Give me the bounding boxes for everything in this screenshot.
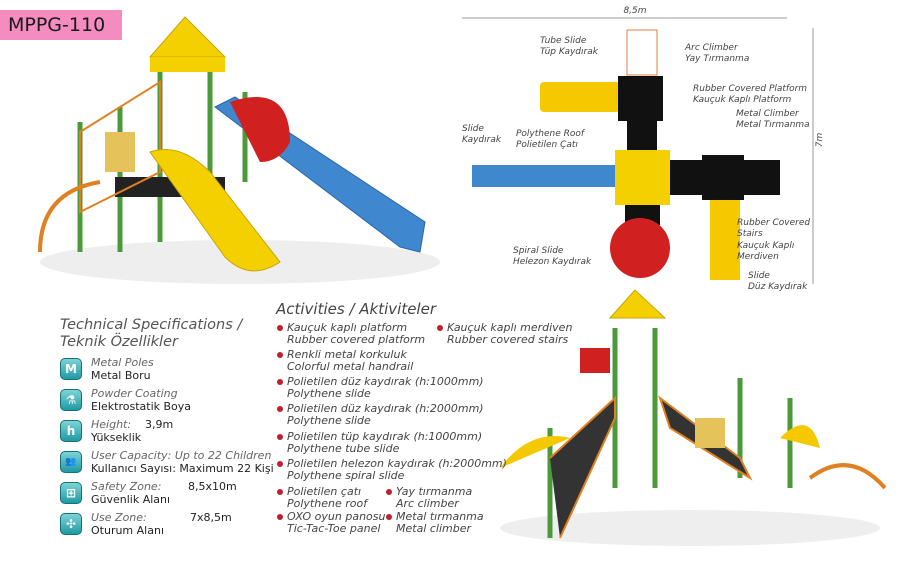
spec-value: 3,9m [145, 418, 174, 431]
metal-poles-icon: M [60, 358, 82, 380]
plan-label: Slide [462, 124, 484, 134]
spec-label-tr: Yükseklik [91, 431, 142, 444]
activities-title: Activities / Aktiviteler [276, 300, 436, 318]
plan-label: Rubber Covered Platform [693, 84, 807, 94]
activity-en: Rubber covered stairs [447, 333, 569, 346]
plan-label: Yay Tırmanma [685, 54, 749, 64]
specs-title: Technical Specifications / Teknik Özelli… [60, 317, 242, 351]
activity-tr: Renkli metal korkuluk [287, 348, 407, 361]
plan-label: Slide [748, 271, 770, 281]
activity-en: Polythene slide [287, 414, 371, 427]
plan-label: Polietilen Çatı [516, 140, 578, 150]
user-capacity-icon: 👥 [60, 451, 82, 473]
activity-tr: Kauçuk kaplı merdiven [447, 321, 573, 334]
width-dimension: 8,5m [623, 6, 646, 16]
plan-label: Kauçuk Kaplı [737, 241, 795, 251]
activity-en: Polythene tube slide [287, 442, 400, 455]
spec-label-en: Powder Coating [91, 387, 178, 400]
specs-title-line2: Teknik Özellikler [60, 334, 178, 350]
activity-en: Polythene roof [287, 497, 368, 510]
activity-en: Polythene slide [287, 387, 371, 400]
activity-tr: Polietilen tüp kaydırak (h:1000mm) [287, 430, 483, 443]
height-icon: h [60, 420, 82, 442]
plan-label: Helezon Kaydırak [513, 257, 592, 267]
activity-en: Tic-Tac-Toe panel [287, 522, 381, 535]
playground-rear-perspective-image [500, 289, 887, 546]
plan-label: Kauçuk Kaplı Platform [693, 95, 792, 105]
spec-value: 8,5x10m [188, 480, 237, 493]
activity-tr: Yay tırmanma [396, 485, 473, 498]
plan-label: Polythene Roof [516, 129, 586, 139]
activity-tr: Polietilen çatı [287, 485, 362, 498]
activity-tr: Polietilen helezon kaydırak (h:2000mm) [287, 457, 507, 470]
plan-label: Düz Kaydırak [748, 282, 808, 292]
activity-en: Colorful metal handrail [287, 360, 414, 373]
activity-tr: Metal tırmanma [396, 510, 484, 523]
activity-en: Arc climber [396, 497, 459, 510]
specs-title-line1: Technical Specifications / [60, 317, 243, 333]
spec-label-en: Safety Zone: [91, 480, 162, 493]
safety-zone-icon: ⊞ [60, 482, 82, 504]
spec-label-tr: Metal Boru [91, 369, 151, 382]
activity-en: Rubber covered platform [287, 333, 426, 346]
plan-label: Tüp Kaydırak [540, 47, 599, 57]
activity-en: Metal climber [396, 522, 472, 535]
plan-label: Arc Climber [684, 43, 739, 53]
spec-label-en: Use Zone: [91, 511, 147, 524]
plan-label: Merdiven [737, 252, 779, 262]
activity-en: Polythene spiral slide [287, 469, 405, 482]
spec-label-tr: Güvenlik Alanı [91, 493, 171, 506]
plan-label: Metal Climber [736, 109, 800, 119]
activity-item: Polietilen düz kaydırak (h:2000mm)Polyth… [277, 403, 484, 427]
plan-label: Metal Tırmanma [736, 120, 810, 130]
spec-label-tr: Kullanıcı Sayısı: Maximum 22 Kişi [91, 462, 274, 475]
playground-perspective-image [38, 16, 440, 284]
plan-label: Tube Slide [540, 36, 587, 46]
product-code-badge: MPPG-110 [0, 10, 122, 40]
spec-label-tr: Oturum Alanı [91, 524, 164, 537]
spec-label-en: Height: [91, 418, 132, 431]
activity-item: Polietilen helezon kaydırak (h:2000mm)Po… [277, 458, 507, 482]
spec-label-tr: Elektrostatik Boya [91, 400, 192, 413]
activity-tr: Polietilen düz kaydırak (h:2000mm) [287, 402, 484, 415]
depth-dimension: 7m [815, 133, 825, 148]
spec-label-en: Metal Poles [91, 356, 154, 369]
powder-coating-icon: ⚗ [60, 389, 82, 411]
plan-label: Rubber Covered [737, 218, 810, 228]
plan-label: Spiral Slide [513, 246, 564, 256]
use-zone-icon: ✣ [60, 513, 82, 535]
activity-tr: OXO oyun panosu [287, 510, 386, 523]
plan-label: Stairs [737, 229, 763, 239]
activity-tr: Kauçuk kaplı platform [287, 321, 408, 334]
activity-item: Polietilen tüp kaydırak (h:1000mm)Polyth… [277, 431, 482, 455]
activity-item: Polietilen düz kaydırak (h:1000mm)Polyth… [277, 376, 484, 400]
activity-tr: Polietilen düz kaydırak (h:1000mm) [287, 375, 484, 388]
spec-label-en: User Capacity: Up to 22 Children [91, 449, 272, 462]
plan-label: Kaydırak [462, 135, 502, 145]
spec-value: 7x8,5m [190, 511, 232, 524]
